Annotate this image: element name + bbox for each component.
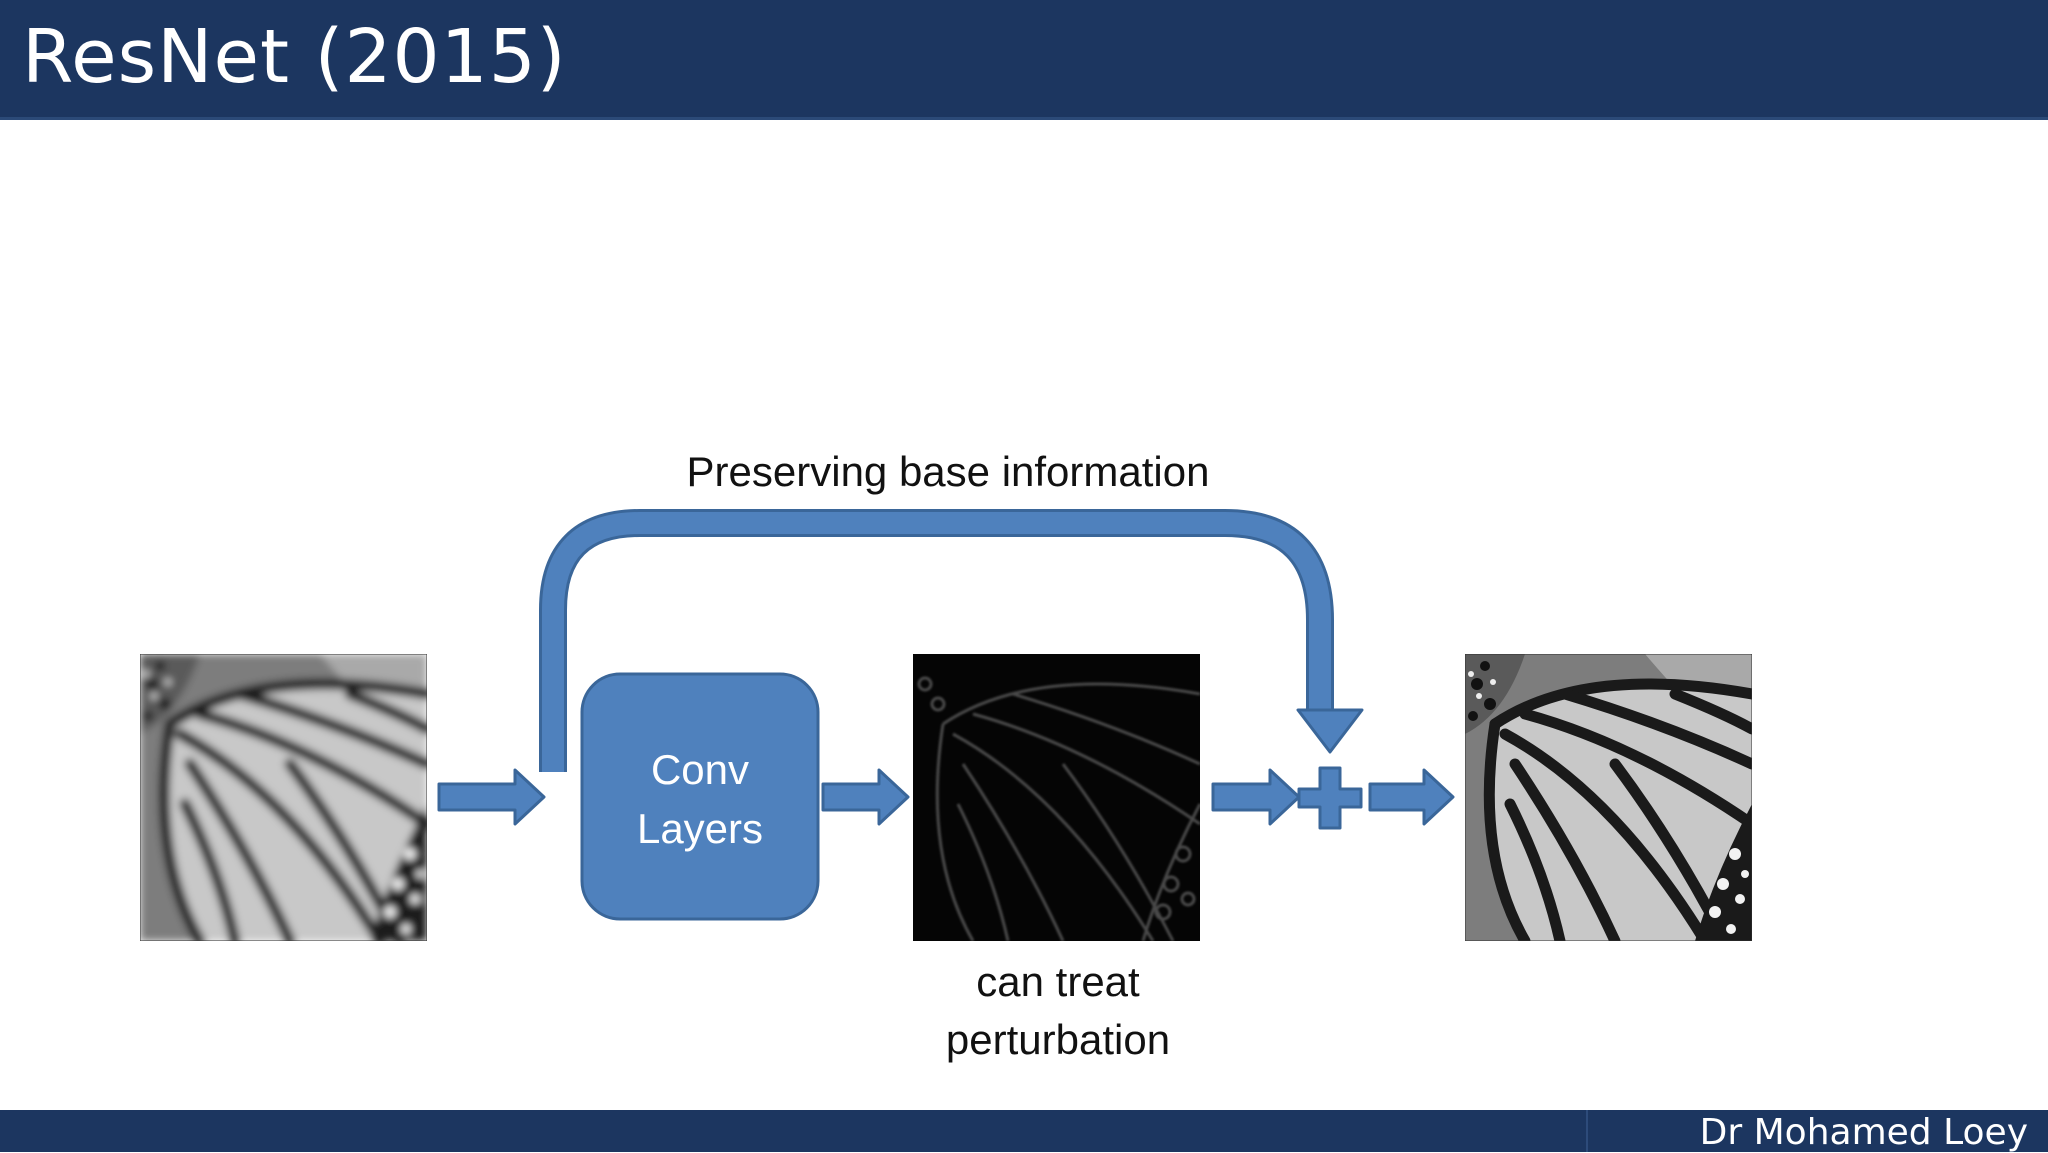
author-name: Dr Mohamed Loey — [1699, 1112, 2028, 1153]
slide-title: ResNet (2015) — [22, 14, 567, 100]
residual-image — [913, 654, 1200, 941]
residual-caption-line1: can treat — [976, 958, 1140, 1005]
arrow-conv-to-residual — [821, 768, 910, 826]
skip-label: Preserving base information — [687, 448, 1210, 495]
arrow-residual-to-sum — [1211, 768, 1301, 826]
header-bar: ResNet (2015) — [0, 0, 2048, 120]
skip-connection-path — [539, 509, 1364, 772]
footer-divider — [1586, 1110, 1588, 1152]
skip-arrowhead — [1296, 708, 1364, 754]
arrow-input-to-conv — [437, 768, 546, 826]
plus-icon — [1297, 766, 1363, 830]
arrow-sum-to-output — [1368, 768, 1455, 826]
conv-label-line2: Layers — [637, 805, 763, 852]
conv-label-line1: Conv — [651, 746, 749, 793]
residual-caption-line2: perturbation — [946, 1016, 1170, 1063]
conv-layers-block: Conv Layers — [580, 672, 820, 921]
footer-bar: Dr Mohamed Loey — [0, 1110, 2048, 1153]
input-image — [140, 654, 427, 941]
output-image — [1465, 654, 1752, 941]
